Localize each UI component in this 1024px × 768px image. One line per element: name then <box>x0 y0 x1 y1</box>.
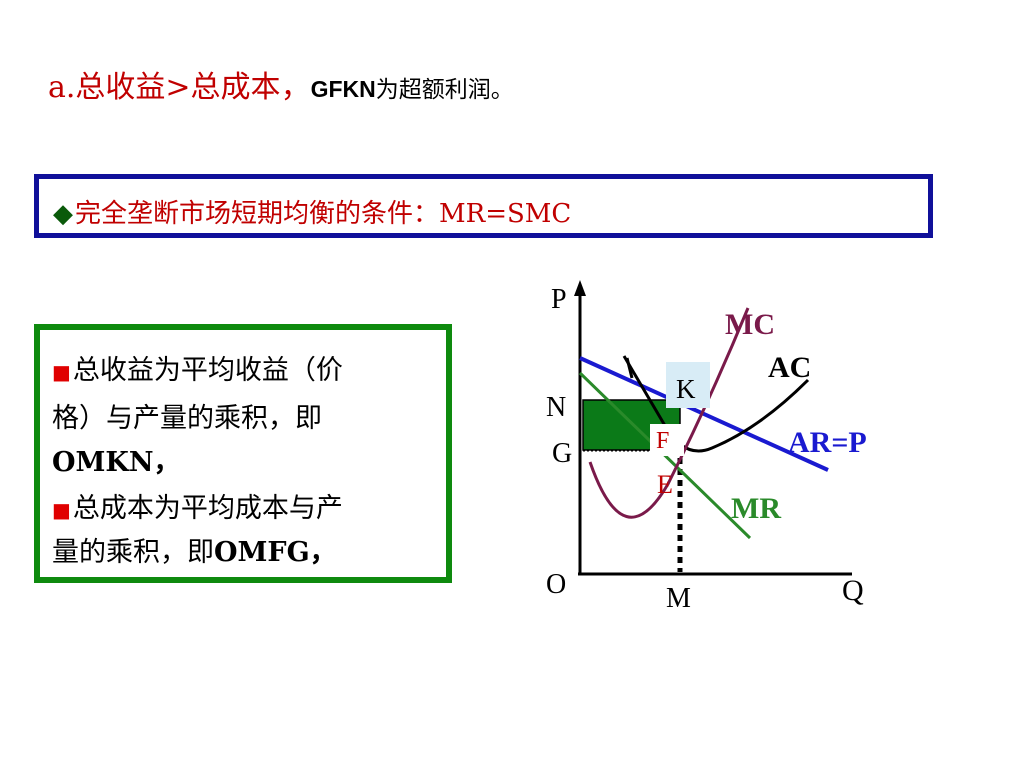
title-tail: 为超额利润。 <box>375 77 514 103</box>
f-label-box <box>650 424 684 456</box>
note-line-4: ■总成本为平均成本与产 <box>52 486 343 525</box>
y-axis-arrow-icon <box>574 280 586 296</box>
ar-label: AR=P <box>788 426 867 459</box>
notes-box: ■总收益为平均收益（价 格）与产量的乘积，即 OMKN， ■总成本为平均成本与产… <box>34 324 452 583</box>
title-gfkn: GFKN <box>310 76 376 102</box>
note-line-5: 量的乘积，即OMFG， <box>52 530 337 569</box>
equilibrium-condition-text: 完全垄断市场短期均衡的条件：MR=SMC <box>75 199 572 229</box>
origin-o-label: O <box>546 569 566 600</box>
k-label-box <box>666 362 710 408</box>
point-k-label: K <box>676 374 696 404</box>
mc-curve <box>588 307 750 519</box>
equilibrium-condition: ◆完全垄断市场短期均衡的条件：MR=SMC <box>53 193 571 230</box>
ar-demand-curve <box>579 356 829 472</box>
point-n-label: N <box>546 392 566 423</box>
page-title: a.总收益>总成本，GFKN为超额利润。 <box>48 62 514 106</box>
diamond-bullet-icon: ◆ <box>53 199 73 229</box>
ac-left-stroke <box>625 357 634 379</box>
title-comma: ， <box>280 70 311 105</box>
point-e-label: E <box>657 470 673 499</box>
axis-q-label: Q <box>842 574 864 607</box>
ac-label: AC <box>768 351 811 384</box>
note-text-4: 总成本为平均成本与产 <box>72 493 343 524</box>
square-bullet-icon: ■ <box>52 360 71 384</box>
note-line-1: ■总收益为平均收益（价 <box>52 348 343 387</box>
title-lead: a.总收益>总成本 <box>48 70 281 105</box>
note-text-1: 总收益为平均收益（价 <box>72 355 343 386</box>
note-line-3: OMKN， <box>52 447 181 478</box>
equilibrium-condition-box: ◆完全垄断市场短期均衡的条件：MR=SMC <box>34 174 933 238</box>
note-text-5b: OMFG， <box>214 537 337 568</box>
note-line-2: 格）与产量的乘积，即 <box>52 403 322 434</box>
point-f-label: F <box>656 428 669 454</box>
mr-label: MR <box>731 492 781 525</box>
title-tail-wrap: GFKN为超额利润。 <box>310 76 514 103</box>
axis-p-label: P <box>551 284 567 315</box>
point-g-label: G <box>552 438 572 469</box>
mc-label: MC <box>725 308 775 341</box>
point-m-label: M <box>666 583 691 614</box>
note-text-5a: 量的乘积，即 <box>52 537 214 568</box>
square-bullet-icon: ■ <box>52 498 71 522</box>
